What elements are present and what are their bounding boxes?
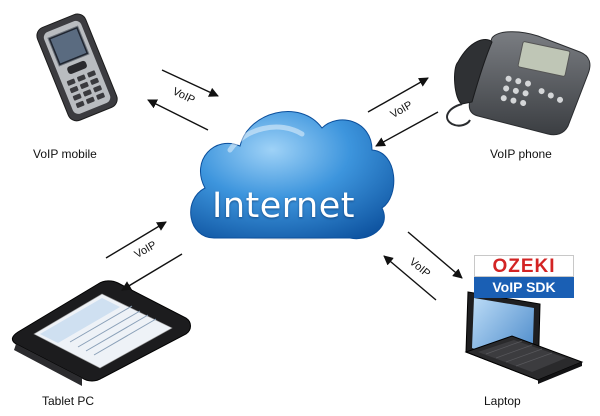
arrow-laptop-to-cloud [383, 255, 437, 301]
arrow-mobile-to-cloud [161, 69, 219, 97]
arrow-tablet-to-cloud [105, 221, 167, 259]
device-label-tablet: Tablet PC [42, 394, 95, 408]
desk-phone-icon [446, 31, 591, 136]
ozeki-brand-text: OZEKI [474, 255, 574, 277]
voip-sdk-text: VoIP SDK [474, 277, 574, 298]
arrow-cloud-to-mobile [147, 99, 209, 131]
link-laptop [383, 231, 463, 301]
internet-cloud [190, 111, 395, 240]
link-phone [367, 77, 439, 147]
device-label-phone: VoIP phone [490, 147, 552, 161]
device-label-mobile: VoIP mobile [33, 147, 97, 161]
device-label-laptop: Laptop [484, 394, 521, 408]
arrow-cloud-to-laptop [407, 231, 463, 279]
link-mobile [147, 69, 219, 131]
internet-label: Internet [212, 186, 355, 226]
arrow-cloud-to-tablet [121, 253, 183, 291]
tablet-icon [11, 280, 191, 386]
link-tablet [105, 221, 183, 291]
mobile-phone-icon [36, 13, 118, 122]
arrow-phone-to-cloud [375, 111, 439, 147]
laptop-icon [464, 291, 584, 384]
ozeki-voip-sdk-logo: OZEKI VoIP SDK [474, 255, 574, 299]
arrow-cloud-to-phone [367, 77, 429, 113]
